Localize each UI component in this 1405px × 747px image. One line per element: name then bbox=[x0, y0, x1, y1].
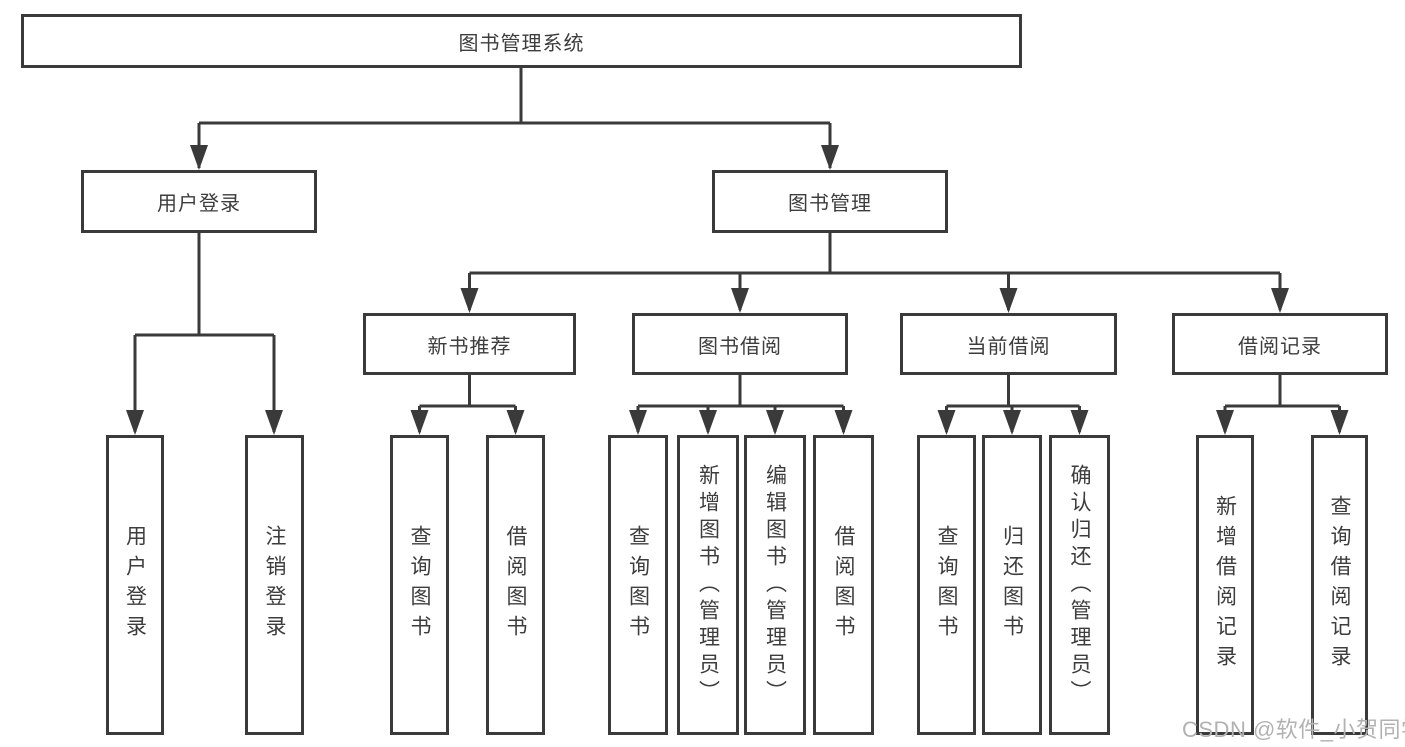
node-user-login: 用户登录 bbox=[81, 170, 317, 233]
csdn-watermark: CSDN @软件_小贺同学 bbox=[1182, 717, 1405, 742]
leaf-add-books-admin: 新增图书（管理员） bbox=[677, 435, 739, 735]
node-book-management: 图书管理 bbox=[712, 170, 948, 233]
leaf-return-books: 归还图书 bbox=[982, 435, 1042, 735]
leaf-borrow-books: 借阅图书 bbox=[813, 435, 874, 735]
leaf-query-books-current: 查询图书 bbox=[917, 435, 976, 735]
leaf-confirm-return-admin: 确认归还（管理员） bbox=[1049, 435, 1110, 735]
node-new-book-recommend: 新书推荐 bbox=[363, 313, 576, 375]
leaf-borrow-books-recommend: 借阅图书 bbox=[486, 435, 545, 735]
node-book-borrow: 图书借阅 bbox=[632, 313, 848, 375]
leaf-add-borrow-record: 新增借阅记录 bbox=[1196, 435, 1254, 735]
leaf-query-books-borrow: 查询图书 bbox=[608, 435, 668, 735]
leaf-query-borrow-record: 查询借阅记录 bbox=[1311, 435, 1368, 735]
node-current-borrow: 当前借阅 bbox=[900, 313, 1117, 375]
leaf-user-login: 用户登录 bbox=[106, 435, 164, 735]
node-library-management-system: 图书管理系统 bbox=[21, 14, 1022, 68]
leaf-logout: 注销登录 bbox=[245, 435, 304, 735]
leaf-edit-books-admin: 编辑图书（管理员） bbox=[744, 435, 806, 735]
leaf-query-books-recommend: 查询图书 bbox=[390, 435, 449, 735]
node-borrow-record: 借阅记录 bbox=[1172, 313, 1388, 375]
